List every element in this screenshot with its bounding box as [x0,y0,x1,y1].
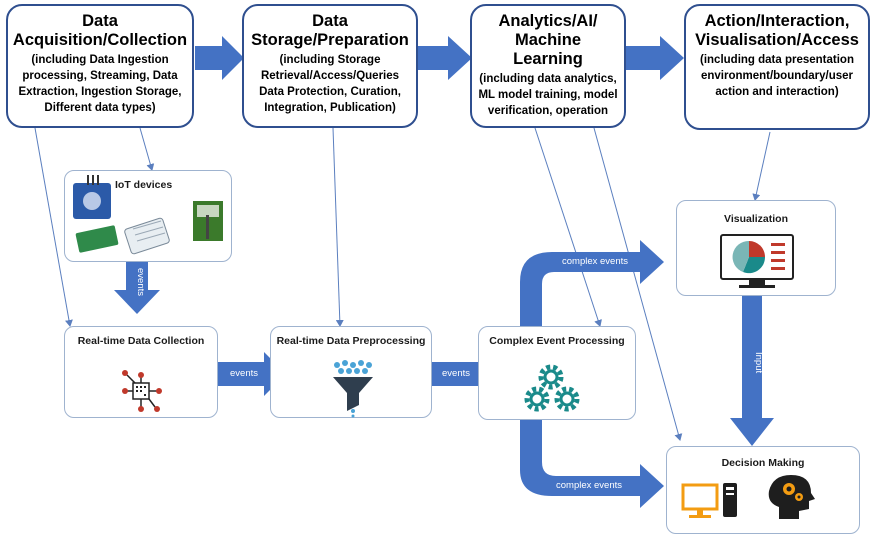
stage-title: Data Storage/Preparation [251,12,409,49]
stage-data-storage: Data Storage/Preparation (including Stor… [242,4,418,128]
brain-gears-icon [768,475,815,519]
complex-events-up-label: complex events [562,256,629,267]
iot-devices-label: IoT devices [115,179,173,191]
events-label-2: events [442,368,470,379]
stage-action: Action/Interaction, Visualisation/Access… [684,4,870,130]
realtime-preprocessing-label: Real-time Data Preprocessing [276,335,426,347]
connector-line [139,127,155,171]
complex-events-down-arrow [520,420,664,508]
connector-line [332,127,344,327]
stage-analytics: Analytics/AI/ Machine Learning (includin… [470,4,626,128]
chip-network-icon [122,370,162,412]
events-down-label: events [135,268,146,296]
pie-chart-monitor-icon [720,234,794,288]
stage-arrow-1 [195,36,244,80]
decision-making-label: Decision Making [721,457,805,469]
connector-line [34,127,73,327]
events-label-1: events [230,368,258,379]
events-arrow-1 [216,352,286,396]
complex-event-processing-box: Complex Event Processing [478,326,636,420]
complex-events-down-label: complex events [556,480,623,491]
realtime-collection-label: Real-time Data Collection [77,335,205,347]
sensor-board-icon [73,175,223,255]
stage-description: (including data presentation environment… [700,54,854,98]
input-arrow [730,296,774,446]
funnel-icon [333,360,373,418]
visualization-box: Visualization [676,200,836,296]
realtime-preprocessing-box: Real-time Data Preprocessing [270,326,432,418]
connector-line [534,127,602,327]
visualization-label: Visualization [724,213,788,225]
events-down-arrow [114,262,160,314]
computer-icon [681,483,737,518]
connector-line [593,127,683,441]
stage-title: Analytics/AI/ Machine Learning [498,12,598,68]
stage-description: (including data analytics, ML model trai… [478,73,618,117]
stage-title: Action/Interaction, Visualisation/Access [695,12,859,49]
stage-description: (including Data Ingestion processing, St… [18,54,182,114]
gears-icon [524,364,580,412]
stage-arrow-3 [625,36,684,80]
stage-description: (including Storage Retrieval/Access/Quer… [259,54,401,114]
decision-icons [681,475,815,519]
stage-arrow-2 [418,36,472,80]
stage-title: Data Acquisition/Collection [12,12,188,49]
stage-data-acquisition: Data Acquisition/Collection (including D… [6,4,194,128]
realtime-collection-box: Real-time Data Collection [64,326,218,418]
complex-event-processing-label: Complex Event Processing [489,335,625,347]
connector-line [752,131,771,201]
input-label: Input [753,352,764,374]
iot-devices-box: IoT devices [64,170,232,262]
decision-making-box: Decision Making [666,446,860,534]
complex-events-up-arrow [520,240,664,330]
